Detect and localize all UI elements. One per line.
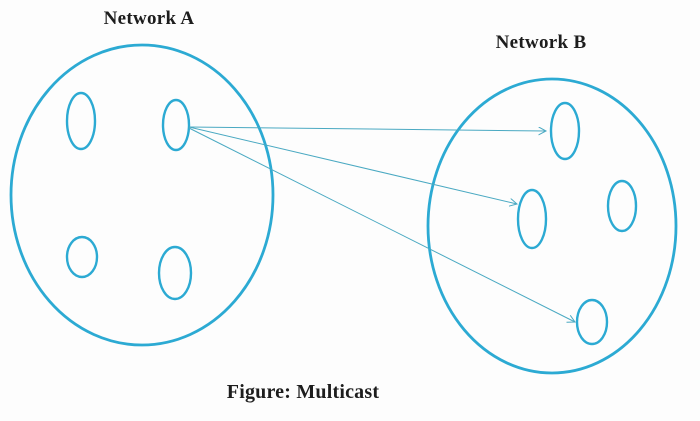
network-b-node-right <box>606 179 638 233</box>
network-a-label: Network A <box>103 8 195 29</box>
network-a-boundary <box>9 43 275 347</box>
arrows-layer <box>188 126 575 322</box>
network-b-boundary <box>426 77 678 375</box>
network-a-node-bottom-left <box>65 235 99 279</box>
network-b-node-top <box>549 101 581 161</box>
network-a-node-source <box>161 98 191 152</box>
network-a-node-top-left <box>65 91 97 151</box>
network-b-node-bottom <box>575 298 609 346</box>
network-a-node-bottom-right <box>157 245 193 301</box>
network-b-node-middle <box>516 188 548 250</box>
multicast-arrow-2 <box>188 126 517 204</box>
multicast-arrow-3 <box>188 127 575 322</box>
multicast-arrow-1 <box>188 126 546 131</box>
network-b-label: Network B <box>495 32 587 53</box>
figure-caption: Figure: Multicast <box>226 381 380 403</box>
networks-layer <box>9 43 678 375</box>
